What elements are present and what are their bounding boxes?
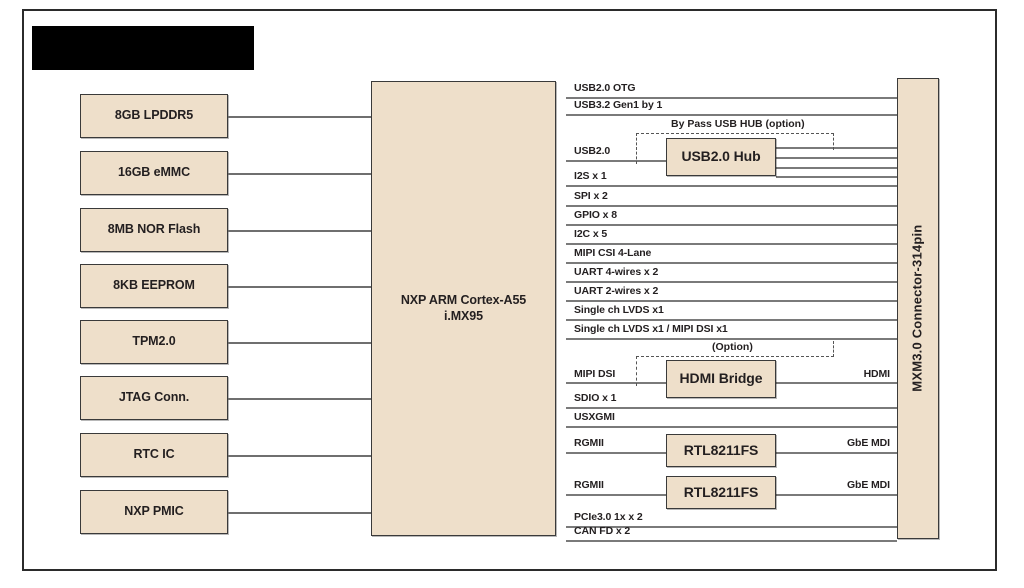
signal-label-sdio: SDIO x 1 [574, 392, 617, 404]
output-label-gbe-mdi-1: GbE MDI [846, 437, 890, 449]
rail-canfd [566, 540, 897, 542]
signal-label-uart2: UART 2-wires x 2 [574, 285, 659, 297]
left-block-label: RTC IC [133, 447, 175, 462]
rail-lvds [566, 319, 897, 321]
signal-label-canfd: CAN FD x 2 [574, 525, 631, 537]
rail-rgmii-1 [566, 452, 666, 454]
signal-label-gpio: GPIO x 8 [574, 209, 617, 221]
wire-rtc [228, 455, 371, 457]
output-label-hdmi: HDMI [863, 368, 891, 380]
left-block-emmc[interactable]: 16GB eMMC [80, 151, 228, 195]
signal-label-usb32: USB3.2 Gen1 by 1 [574, 99, 663, 111]
rail-usb-hub-out-4 [776, 176, 897, 178]
hdmi-option-dash-top [636, 356, 834, 357]
signal-label-rgmii-1: RGMII [574, 437, 604, 449]
signal-label-i2s: I2S x 1 [574, 170, 607, 182]
left-block-label: 8MB NOR Flash [107, 222, 201, 237]
rail-mipi-dsi [566, 382, 666, 384]
left-block-nor-flash[interactable]: 8MB NOR Flash [80, 208, 228, 252]
wire-pmic [228, 512, 371, 514]
wire-lpddr5 [228, 116, 371, 118]
rail-uart2 [566, 300, 897, 302]
bypass-usb-dash-left [636, 133, 637, 164]
left-block-tpm[interactable]: TPM2.0 [80, 320, 228, 364]
signal-label-usb20-otg: USB2.0 OTG [574, 82, 636, 94]
left-block-jtag[interactable]: JTAG Conn. [80, 376, 228, 420]
rail-usxgmi [566, 426, 897, 428]
wire-emmc [228, 173, 371, 175]
rail-gbe-mdi-2 [776, 494, 897, 496]
rail-usb-hub-out-3 [776, 167, 897, 169]
left-block-lpddr5[interactable]: 8GB LPDDR5 [80, 94, 228, 138]
signal-label-rgmii-2: RGMII [574, 479, 604, 491]
ethernet-phy-block-2[interactable]: RTL8211FS [666, 476, 776, 509]
rail-usb-hub-out-1 [776, 147, 897, 149]
left-block-pmic[interactable]: NXP PMIC [80, 490, 228, 534]
signal-label-uart4: UART 4-wires x 2 [574, 266, 659, 278]
signal-label-usb20: USB2.0 [574, 145, 611, 157]
rail-usb-hub-out-2 [776, 157, 897, 159]
left-block-label: 8KB EEPROM [113, 278, 195, 293]
output-label-gbe-mdi-2: GbE MDI [846, 479, 890, 491]
hdmi-option-dash-right [833, 341, 834, 357]
ethernet-phy-block-1[interactable]: RTL8211FS [666, 434, 776, 467]
hdmi-option-dash-left [636, 356, 637, 386]
bypass-usb-hub-note: By Pass USB HUB (option) [671, 118, 805, 130]
wire-eeprom [228, 286, 371, 288]
soc-block[interactable]: NXP ARM Cortex-A55 i.MX95 [371, 81, 556, 536]
wire-tpm [228, 342, 371, 344]
soc-label: NXP ARM Cortex-A55 i.MX95 [400, 292, 527, 323]
rail-usb32 [566, 114, 897, 116]
signal-label-i2c: I2C x 5 [574, 228, 608, 240]
rail-i2s [566, 185, 897, 187]
signal-label-lvds: Single ch LVDS x1 [574, 304, 664, 316]
rail-spi [566, 205, 897, 207]
rail-i2c [566, 243, 897, 245]
signal-label-spi: SPI x 2 [574, 190, 608, 202]
mxm-connector-label: MXM3.0 Connector-314pin [909, 224, 925, 393]
wire-jtag [228, 398, 371, 400]
ethernet-phy-label: RTL8211FS [683, 483, 759, 500]
ethernet-phy-label: RTL8211FS [683, 441, 759, 458]
usb-hub-block[interactable]: USB2.0 Hub [666, 138, 776, 176]
hdmi-option-note: (Option) [712, 341, 753, 353]
wire-nor-flash [228, 230, 371, 232]
left-block-label: NXP PMIC [124, 504, 184, 519]
hdmi-bridge-block[interactable]: HDMI Bridge [666, 360, 776, 398]
signal-label-usxgmi: USXGMI [574, 411, 615, 423]
bypass-usb-dash-top [636, 133, 834, 134]
left-block-label: TPM2.0 [132, 334, 176, 349]
usb-hub-label: USB2.0 Hub [681, 148, 761, 165]
rail-rgmii-2 [566, 494, 666, 496]
redacted-title-bar [32, 26, 254, 70]
left-block-eeprom[interactable]: 8KB EEPROM [80, 264, 228, 308]
left-block-label: 8GB LPDDR5 [114, 108, 194, 123]
rail-usb20-otg [566, 97, 897, 99]
signal-label-lvds-dsi: Single ch LVDS x1 / MIPI DSI x1 [574, 323, 728, 335]
signal-label-mipi-dsi: MIPI DSI [574, 368, 616, 380]
rail-gpio [566, 224, 897, 226]
rail-lvds-dsi [566, 338, 897, 340]
mxm-connector-block[interactable]: MXM3.0 Connector-314pin [897, 78, 939, 539]
rail-gbe-mdi-1 [776, 452, 897, 454]
signal-label-mipi-csi: MIPI CSI 4-Lane [574, 247, 652, 259]
left-block-label: JTAG Conn. [118, 390, 190, 405]
rail-hdmi-out [776, 382, 897, 384]
hdmi-bridge-label: HDMI Bridge [679, 370, 763, 387]
bypass-usb-dash-right [833, 133, 834, 150]
signal-label-pcie: PCIe3.0 1x x 2 [574, 511, 643, 523]
left-block-label: 16GB eMMC [117, 165, 191, 180]
rail-uart4 [566, 281, 897, 283]
rail-pcie [566, 526, 897, 528]
rail-usb20 [566, 160, 666, 162]
rail-mipi-csi [566, 262, 897, 264]
rail-sdio [566, 407, 897, 409]
left-block-rtc[interactable]: RTC IC [80, 433, 228, 477]
